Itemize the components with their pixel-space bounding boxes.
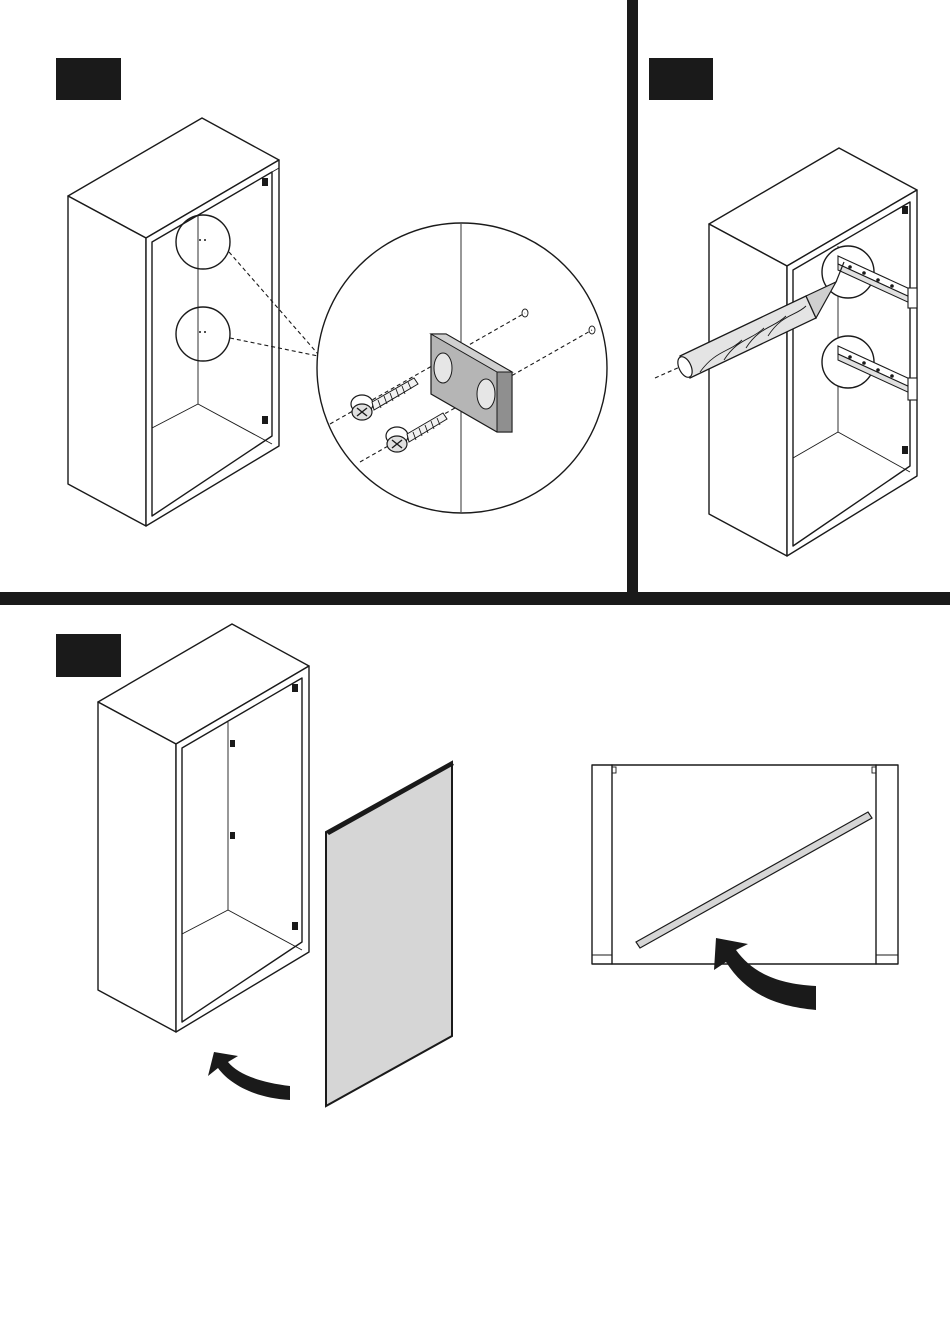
- back-panel-icon: [326, 762, 454, 1106]
- step-4-cabinet-front: [592, 765, 898, 964]
- step-1-detail-magnifier: [317, 223, 607, 513]
- step-3-cabinet: [98, 624, 309, 1032]
- step-badge-3: [56, 634, 121, 677]
- vertical-divider: [627, 0, 638, 594]
- insert-arrow-icon: [208, 1052, 290, 1100]
- step-badge-1: [56, 58, 121, 100]
- step-1-cabinet: [68, 118, 318, 526]
- step-2-cabinet: [655, 148, 917, 556]
- horizontal-divider: [0, 592, 950, 605]
- step-badge-2: [649, 58, 713, 100]
